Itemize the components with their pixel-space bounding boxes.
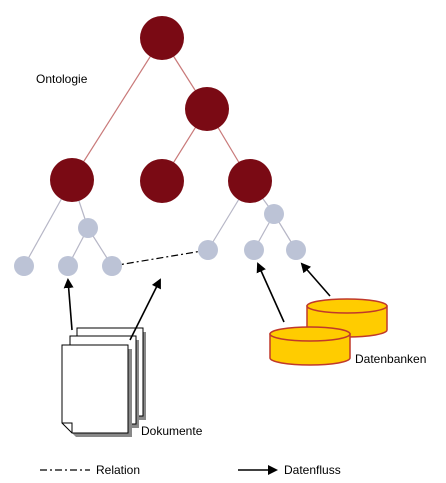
- instance-node: [198, 240, 218, 260]
- doc-to-instance-arrow: [63, 278, 74, 331]
- instance-node: [264, 204, 284, 224]
- database-front: [269, 326, 351, 366]
- dataflow-arrows: [63, 262, 331, 341]
- instance-node: [78, 218, 98, 238]
- instance-node: [58, 256, 78, 276]
- legend-dataflow-label: Datenfluss: [284, 463, 341, 477]
- documents-label: Dokumente: [141, 424, 203, 438]
- ontology-node-center: [140, 159, 184, 203]
- instance-node: [14, 256, 34, 276]
- instance-nodes: [14, 204, 306, 276]
- edge-root-left: [71, 37, 163, 181]
- db-to-instance-arrow: [300, 262, 331, 297]
- ontology-label: Ontologie: [36, 72, 88, 86]
- instance-node: [286, 240, 306, 260]
- legend-relation-label: Relation: [96, 463, 140, 477]
- ontology-nodes: [50, 16, 272, 203]
- ontology-node-midright: [185, 87, 229, 131]
- document-page-front: [61, 344, 132, 437]
- ontology-node-root: [140, 16, 184, 60]
- instance-node: [102, 256, 122, 276]
- legend: Relation Datenfluss: [40, 463, 341, 477]
- relation-line: [111, 249, 209, 267]
- doc-to-instance-arrow: [129, 278, 161, 341]
- ontology-node-left: [50, 158, 94, 202]
- documents-stack: [61, 327, 146, 437]
- databases-label: Datenbanken: [355, 352, 426, 366]
- instance-node: [244, 240, 264, 260]
- db-to-instance-arrow: [256, 262, 285, 323]
- ontology-node-right: [228, 159, 272, 203]
